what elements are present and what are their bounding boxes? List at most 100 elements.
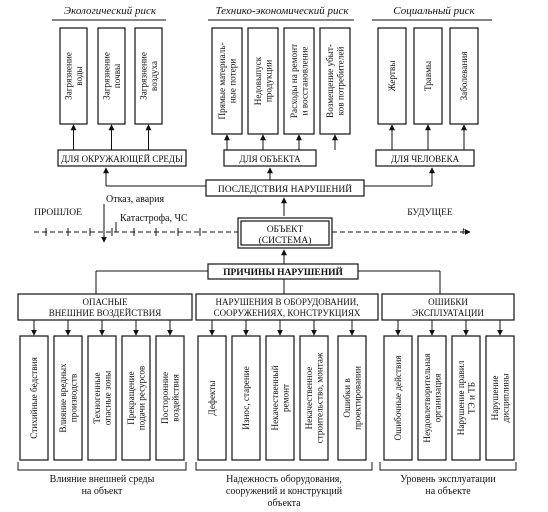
item-label: воды — [74, 66, 84, 85]
item-label: Загрязнение — [101, 52, 111, 100]
item-label: Износ, старение — [241, 366, 251, 430]
item-label: и восстановление — [299, 47, 309, 116]
item-label: опасные зоны — [102, 371, 112, 425]
item-box — [211, 27, 243, 135]
consequences-box — [205, 179, 365, 197]
item-box — [53, 335, 83, 461]
eco-risk-title: Экологический риск — [64, 5, 157, 17]
past-label: ПРОШЛОЕ — [34, 208, 82, 218]
equipment-caption-1: Надежность оборудования, — [226, 474, 342, 485]
catastrophe-label: Катастрофа, ЧС — [120, 213, 188, 224]
item-box — [197, 335, 227, 461]
item-label: производств — [68, 373, 78, 422]
operation-title-1: ОШИБКИ — [428, 297, 468, 307]
item-box — [377, 27, 407, 125]
failure-label: Отказ, авария — [106, 194, 165, 205]
item-label: Загрязнение — [63, 52, 73, 100]
item-label: Нарушение — [490, 376, 500, 421]
item-label: Загрязнение — [138, 52, 148, 100]
item-box — [265, 335, 295, 461]
item-box — [417, 335, 447, 461]
causes-label: ПРИЧИНЫ НАРУШЕНИЙ — [223, 266, 343, 278]
item-label: ные потери — [227, 59, 237, 104]
operation-caption-2: на объекте — [425, 486, 471, 497]
item-box — [413, 27, 443, 125]
object-label: ОБЪЕКТ — [267, 225, 304, 235]
item-box — [283, 27, 315, 135]
equipment-title-2: СООРУЖЕНИЯХ, КОНСТРУКЦИЯХ — [214, 308, 361, 318]
item-box — [59, 27, 88, 125]
item-label: ремонт — [280, 384, 290, 412]
env-category-label: ДЛЯ ОКРУЖАЮЩЕЙ СРЕДЫ — [61, 154, 183, 164]
operation-caption-1: Уровень эксплуатации — [400, 474, 496, 485]
item-box — [134, 27, 163, 125]
item-label: Травмы — [423, 61, 433, 91]
item-label: Возмещение убыт- — [325, 44, 335, 118]
item-label: Прекращение — [126, 371, 136, 425]
item-label: Некачественное — [304, 367, 314, 430]
item-box — [451, 335, 481, 461]
item-label: продукции — [263, 60, 273, 102]
env-category-box — [57, 149, 187, 167]
item-box — [337, 335, 367, 461]
item-label: Нарушение правил — [456, 360, 466, 435]
consequences-label: ПОСЛЕДСТВИЯ НАРУШЕНИЙ — [218, 183, 352, 195]
item-label: Дефекты — [207, 380, 217, 415]
item-label: дисциплины — [500, 373, 510, 422]
item-label: воздействия — [170, 373, 180, 421]
external-title-1: ОПАСНЫЕ — [83, 297, 128, 307]
item-label: Заболевания — [459, 51, 469, 101]
human-category-box — [375, 149, 475, 167]
item-label: строительство, монтаж — [314, 352, 324, 443]
item-label: Недовыпуск — [253, 56, 263, 105]
item-label: Стихийные бедствия — [29, 356, 39, 438]
operation-errors-box — [381, 293, 515, 321]
operation-title-2: ЭКСПЛУАТАЦИИ — [412, 308, 484, 318]
item-box — [319, 27, 351, 135]
item-box — [19, 335, 49, 461]
item-box — [485, 335, 515, 461]
item-box — [449, 27, 479, 125]
item-label: ков потребителей — [335, 47, 345, 116]
social-risk-items: Жертвы Травмы Заболевания — [377, 27, 479, 125]
item-label: Жертвы — [387, 61, 397, 92]
equipment-caption-2: сооружений и конструкций — [226, 486, 343, 497]
item-label: Техногенные — [92, 372, 102, 423]
equipment-title-1: НАРУШЕНИЯ В ОБОРУДОВАНИИ, — [216, 297, 359, 307]
item-box — [87, 335, 117, 461]
operation-bracket — [379, 462, 517, 471]
item-label: Расходы на ремонт — [289, 44, 299, 118]
equipment-violations-box — [195, 293, 379, 321]
timeline-ticks — [45, 228, 201, 236]
item-label: воздуха — [149, 61, 159, 91]
system-label: (СИСТЕМА) — [259, 235, 312, 246]
external-caption-1: Влияние внешней среды — [50, 474, 155, 485]
item-label: Прямые материаль- — [217, 42, 227, 119]
item-box — [121, 335, 151, 461]
item-box — [247, 27, 279, 135]
object-category-box — [223, 149, 317, 167]
external-bracket — [17, 462, 187, 471]
item-box — [383, 335, 413, 461]
external-caption-2: на объект — [82, 486, 123, 497]
item-label: Посторонние — [160, 372, 170, 424]
item-box — [155, 335, 185, 461]
item-label: почвы — [112, 64, 122, 88]
item-label: Ошибочные действия — [393, 355, 403, 441]
human-category-label: ДЛЯ ЧЕЛОВЕКА — [391, 154, 460, 164]
external-title-2: ВНЕШНИЕ ВОЗДЕЙСТВИЯ — [49, 308, 161, 318]
external-impacts-box — [17, 293, 193, 321]
equipment-caption-3: объекта — [267, 498, 301, 509]
item-label: Неудовлетворительная — [422, 353, 432, 443]
item-label: Влияние вредных — [58, 363, 68, 433]
item-label: подачи ресурсов — [136, 365, 146, 430]
item-label: организация — [432, 373, 442, 422]
item-label: Некачественный — [270, 365, 280, 430]
equipment-bracket — [195, 462, 373, 471]
item-label: Ошибки в — [342, 378, 352, 418]
